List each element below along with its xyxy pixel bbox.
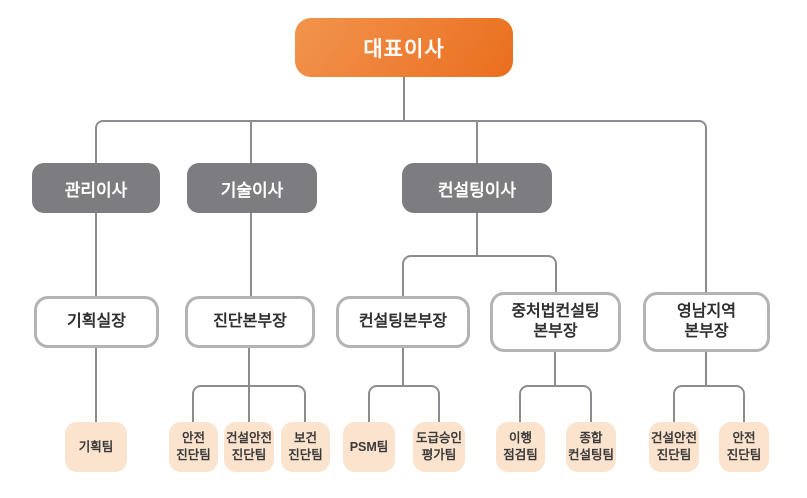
connector-consulting-hq-stub	[402, 344, 404, 387]
node-team-psm: PSM팀	[343, 422, 395, 472]
node-ceo: 대표이사	[295, 18, 513, 77]
node-head-sapa-consulting-hq: 중처법컨설팅 본부장	[490, 292, 621, 352]
connector-consulting-rail	[402, 255, 557, 299]
connector-management-to-planning	[95, 210, 97, 300]
node-team-subcontract-approval-evaluation: 도급승인 평가팀	[413, 422, 465, 472]
connector-consulting-drop	[476, 121, 478, 168]
connector-technical-drop	[250, 121, 252, 168]
node-team-planning: 기획팀	[65, 422, 127, 472]
node-head-yeongnam-hq: 영남지역 본부장	[643, 292, 770, 352]
connector-yeongnam-stub	[705, 348, 707, 387]
connector-yeongnam-drop	[705, 160, 707, 296]
connector-sapa-rail	[519, 385, 592, 425]
node-team-compliance-inspection: 이행 점검팀	[496, 422, 545, 472]
connector-yeongnam-rail	[673, 385, 745, 425]
connector-technical-to-diagnosis	[250, 210, 252, 300]
connector-ceo-drop	[403, 70, 405, 122]
node-head-planning-office: 기획실장	[34, 296, 159, 348]
connector-consulting-stub	[476, 210, 478, 257]
node-director-consulting: 컨설팅이사	[402, 163, 552, 213]
node-team-construction-safety-diagnosis: 건설안전 진단팀	[224, 422, 274, 472]
connector-consulting-hq-rail	[368, 385, 440, 425]
connector-level1-rail	[95, 120, 707, 168]
node-head-consulting-hq: 컨설팅본부장	[336, 296, 470, 348]
node-head-diagnosis-hq: 진단본부장	[185, 296, 315, 348]
node-team-safety-diagnosis: 안전 진단팀	[169, 422, 218, 472]
connector-sapa-stub	[554, 348, 556, 387]
connector-diagnosis-rail	[192, 385, 306, 425]
connector-planning-to-team	[95, 344, 97, 426]
node-director-management: 관리이사	[32, 163, 160, 213]
node-team-construction-safety-diagnosis-yeongnam: 건설안전 진단팀	[649, 422, 699, 472]
node-director-technical: 기술이사	[187, 163, 317, 213]
node-team-health-diagnosis: 보건 진단팀	[281, 422, 330, 472]
node-team-comprehensive-consulting: 종합 컨설팅팀	[566, 422, 616, 472]
node-team-safety-diagnosis-yeongnam: 안전 진단팀	[719, 422, 769, 472]
